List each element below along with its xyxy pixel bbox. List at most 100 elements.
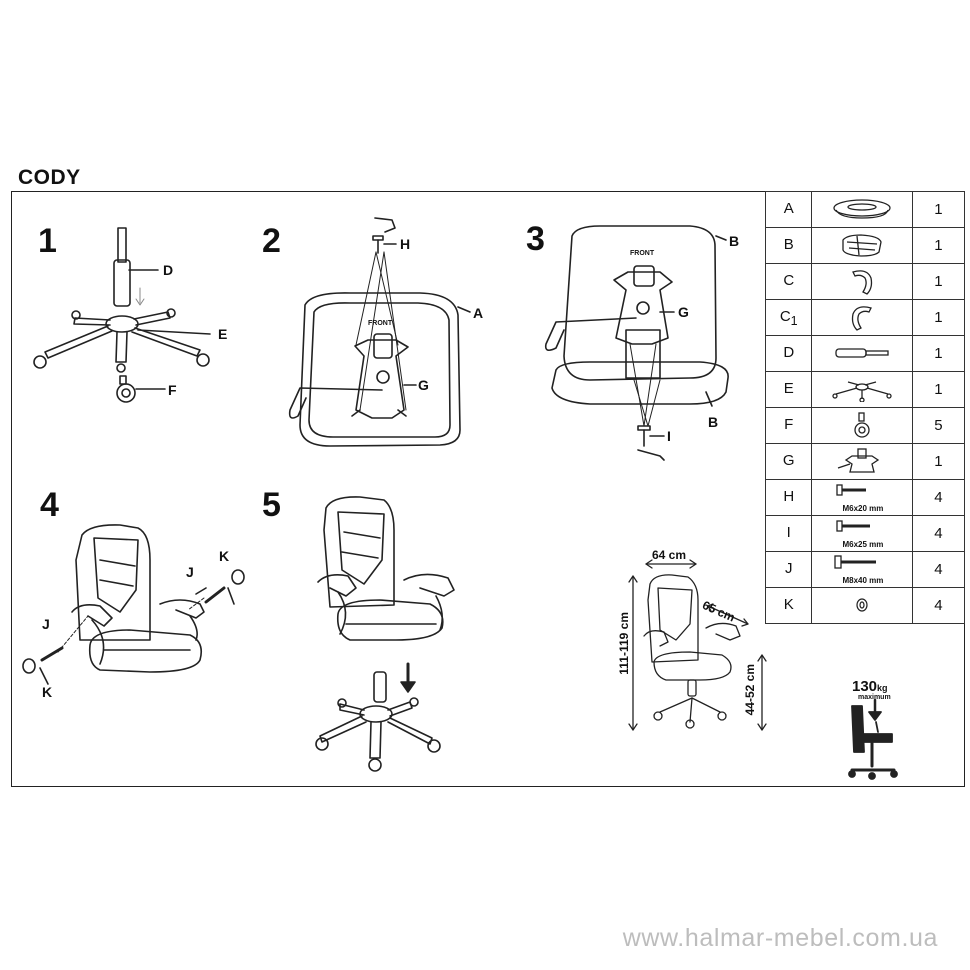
bolt-icon (836, 484, 867, 496)
part-quantity: 1 (911, 191, 966, 228)
step2-mechanism-icon (288, 333, 417, 419)
part-quantity: 4 (911, 551, 966, 588)
step2-guide-lines (355, 251, 407, 411)
dimension-height: 111-119 cm (617, 612, 631, 675)
callout-label: J (42, 616, 50, 632)
step3-guide-lines (629, 343, 661, 427)
part-letter: E (764, 371, 813, 408)
step-number: 4 (40, 486, 59, 524)
step-number: 3 (526, 220, 545, 258)
table-row: J M8x40 mm 4 (764, 551, 966, 588)
callout-label: A (473, 305, 484, 321)
table-row: K 4 (764, 587, 966, 624)
dimension-chair-icon (643, 574, 741, 729)
max-load-icon (848, 698, 898, 780)
base-icon (832, 380, 892, 403)
step1-arrow-icon (135, 287, 145, 306)
step3-mechanism-icon (544, 265, 675, 379)
part-picture (811, 335, 913, 372)
part-picture (811, 587, 913, 624)
part-letter: J (764, 551, 813, 588)
table-row: A 1 (764, 191, 966, 228)
step-number: 2 (262, 222, 281, 260)
part-quantity: 5 (911, 407, 966, 444)
part-picture (811, 263, 913, 300)
bolt-icon (836, 520, 871, 532)
part-picture (811, 443, 913, 480)
part-picture: M6x20 mm (811, 479, 913, 516)
callout-label: I (667, 428, 671, 444)
dimension-seat-height: 44-52 cm (743, 664, 757, 716)
part-letter: I (764, 515, 813, 552)
step1-castor-icon (116, 375, 166, 403)
part-picture (811, 191, 913, 228)
table-row: I M6x25 mm 4 (764, 515, 966, 552)
step4-guide-lines (57, 597, 205, 653)
table-row: E 1 (764, 371, 966, 408)
part-letter: F (764, 407, 813, 444)
dimension-lines (628, 559, 767, 731)
part-spec: M6x20 mm (842, 504, 884, 513)
part-quantity: 1 (911, 263, 966, 300)
step1-gas-lift-icon (113, 227, 159, 307)
step5-base-icon (315, 671, 441, 772)
part-spec: M6x25 mm (842, 540, 884, 549)
callout-label: B (708, 414, 719, 430)
part-letter: K (764, 587, 813, 624)
backrest-icon (842, 233, 882, 257)
bolt-icon (834, 555, 877, 569)
part-letter: H (764, 479, 813, 516)
table-row: H M6x20 mm 4 (764, 479, 966, 516)
instruction-frame (11, 191, 965, 787)
dimension-width: 64 cm (652, 548, 687, 562)
part-letter: A (764, 191, 813, 228)
callout-label: K (42, 684, 53, 700)
part-quantity: 1 (911, 227, 966, 264)
callout-label: B (729, 233, 740, 249)
part-picture (811, 299, 913, 336)
callout-label: K (219, 548, 230, 564)
max-load-note: maximum (858, 694, 891, 701)
part-picture (811, 227, 913, 264)
step2-seat-outline (299, 292, 471, 447)
part-quantity: 1 (911, 443, 966, 480)
plate-front-label: FRONT (368, 320, 393, 327)
table-row: F 5 (764, 407, 966, 444)
step3-backrest-outline (551, 225, 729, 407)
table-row: C 1 (764, 263, 966, 300)
callout-label: H (400, 236, 411, 252)
plate-front-label: FRONT (630, 250, 655, 257)
callout-label: E (218, 326, 228, 342)
product-title: CODY (18, 166, 81, 189)
step5-chair-icon (317, 496, 455, 641)
callout-label: F (168, 382, 177, 398)
part-quantity: 1 (911, 371, 966, 408)
armrest-icon (852, 269, 873, 295)
max-load-value: 130kg (852, 678, 888, 695)
step4-bolt-left-icon (22, 646, 64, 685)
armrest-icon (851, 305, 873, 331)
gas-lift-icon (835, 347, 889, 358)
cap-icon (856, 597, 868, 612)
step1-base-icon (33, 308, 211, 373)
seat-icon (833, 198, 891, 219)
step4-bolt-icon (195, 569, 245, 605)
callout-label: J (186, 564, 194, 580)
part-quantity: 4 (911, 587, 966, 624)
part-picture (811, 407, 913, 444)
parts-table: A 1 B 1 C 1 C1 1 D 1 E 1 (764, 191, 966, 624)
castor-icon (854, 411, 870, 438)
mechanism-icon (837, 447, 880, 473)
table-row: C1 1 (764, 299, 966, 336)
step-number: 5 (262, 486, 281, 524)
callout-label: G (678, 304, 689, 320)
part-quantity: 1 (911, 335, 966, 372)
table-row: G 1 (764, 443, 966, 480)
table-row: D 1 (764, 335, 966, 372)
callout-label: G (418, 377, 429, 393)
step3-bolt-icon (637, 425, 665, 461)
step4-chair-icon (71, 524, 205, 673)
part-picture (811, 371, 913, 408)
part-letter: B (764, 227, 813, 264)
